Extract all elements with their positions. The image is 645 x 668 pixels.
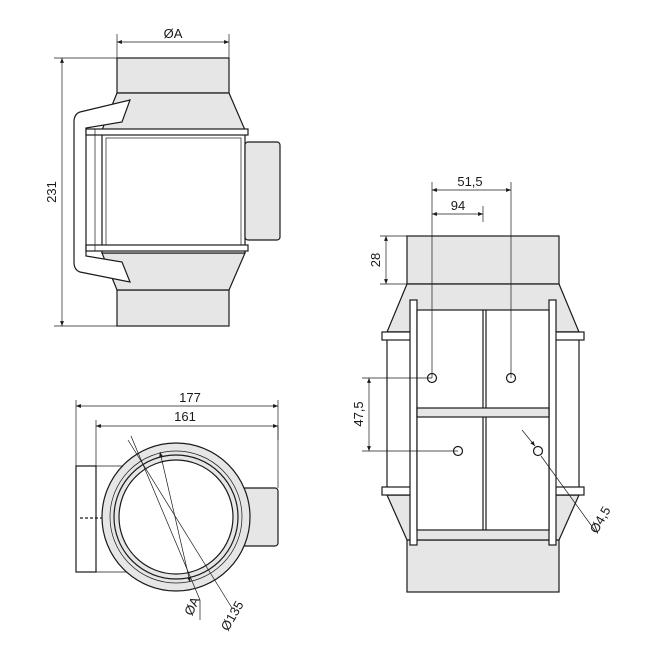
- top-view-dimensions: 177 161 ØA Ø135: [75, 390, 279, 633]
- front-rod-left: [409, 299, 418, 546]
- side-motor-box: [244, 141, 281, 241]
- top-view: [75, 435, 279, 609]
- label-dia-a-bottom: ØA: [181, 594, 203, 618]
- side-body: [101, 129, 246, 254]
- side-top-collar: [116, 57, 230, 94]
- front-top-collar: [406, 235, 560, 285]
- side-clamp-band-top: [85, 128, 249, 136]
- label-dia-4-5: Ø4,5: [587, 504, 614, 536]
- label-177: 177: [179, 390, 201, 405]
- label-47-5: 47,5: [351, 401, 366, 426]
- front-cross-bar: [416, 407, 550, 418]
- front-view: [381, 235, 585, 593]
- top-dia-line-135: [127, 439, 233, 609]
- side-clamp-band-bottom: [85, 244, 249, 252]
- side-bottom-collar: [116, 289, 230, 327]
- label-dia-a-top: ØA: [164, 26, 183, 41]
- side-view: [73, 57, 281, 327]
- label-28: 28: [368, 253, 383, 267]
- front-rod-right: [548, 299, 557, 546]
- label-dia-135: Ø135: [218, 598, 247, 633]
- side-mounting-bracket: [73, 99, 131, 283]
- front-hole-4: [532, 445, 544, 457]
- leader-dia-4-5: [540, 455, 597, 533]
- top-mid-circle: [109, 450, 243, 584]
- label-161: 161: [174, 409, 196, 424]
- top-bracket: [75, 465, 97, 573]
- side-view-dimensions: ØA 231: [44, 26, 230, 327]
- label-height-total: 231: [44, 181, 59, 203]
- label-51-5: 51,5: [457, 174, 482, 189]
- front-bottom-collar: [406, 539, 560, 593]
- label-94: 94: [451, 198, 465, 213]
